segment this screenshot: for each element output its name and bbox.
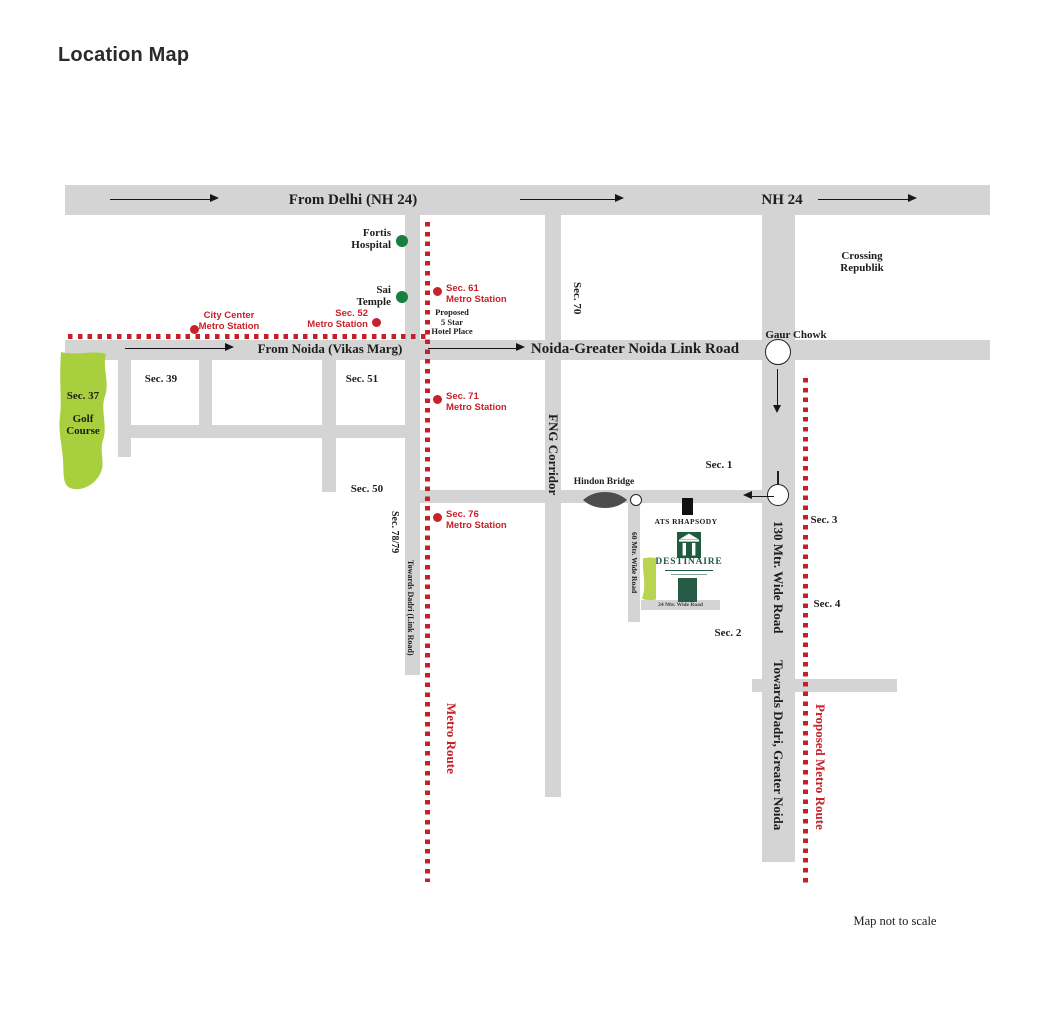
landmark-dot-sai-temple (396, 291, 408, 303)
city-center-metro-station-label: City Center Metro Station (198, 310, 260, 332)
sector-label-2: Sec. 2 (714, 627, 742, 639)
road-grid-cross (118, 425, 420, 438)
destinaire-logo (677, 532, 701, 558)
sector-label-3: Sec. 3 (810, 514, 838, 526)
proposed-metro-route-label: Proposed Metro Route (813, 704, 828, 830)
road-grid-vertical-1 (118, 360, 131, 457)
road-label-fng-corridor: FNG Corridor (546, 414, 561, 496)
gaur-chowk-label: Gaur Chowk (765, 329, 827, 341)
road-sec3-4-cross (752, 679, 897, 692)
sector-label-51: Sec. 51 (345, 373, 379, 385)
sector-label-39: Sec. 39 (144, 373, 178, 385)
arrow-from-delhi-mid (520, 194, 624, 203)
road-grid-vertical-2 (199, 360, 212, 437)
ats-rhapsody-label: ATS RHAPSODY (654, 517, 718, 526)
proposed-hotel-label: Proposed 5 Star Hotel Place (431, 307, 473, 337)
interchange-tick (777, 471, 779, 485)
ats-rhapsody-marker (682, 498, 693, 515)
destinaire-wordmark: DESTINAIRE (655, 557, 723, 567)
hindon-bridge-label: Hindon Bridge (573, 477, 635, 487)
metro-station-dot-sec71 (433, 395, 442, 404)
proposed-metro-route-line (803, 378, 808, 886)
road-fng-corridor (545, 215, 561, 797)
arrow-to-site (743, 491, 774, 500)
arrow-gaur-chowk-down (772, 369, 781, 413)
road-label-nh24: NH 24 (761, 192, 803, 208)
road-label-towards-dadri-link: Towards Dadri (Link Road) (406, 560, 415, 656)
metro-station-dot-city-center (190, 325, 199, 334)
landmark-dot-fortis-hospital (396, 235, 408, 247)
green-parcel (642, 557, 656, 601)
road-label-from-delhi: From Delhi (NH 24) (288, 192, 418, 208)
arrow-nh24-right (818, 194, 917, 203)
arrow-link-road (428, 343, 525, 352)
metro-station-dot-sec76 (433, 513, 442, 522)
metro-route-label: Metro Route (444, 702, 459, 774)
road-label-130-mtr: 130 Mtr. Wide Road (771, 521, 786, 634)
golf-course-label-1: Golf (72, 413, 94, 425)
sector-label-37: Sec. 37 (66, 390, 100, 402)
road-from-delhi-nh24 (65, 185, 990, 215)
road-towards-dadri-link (405, 215, 420, 675)
sec71-metro-station-label: Sec. 71 Metro Station (446, 391, 507, 413)
sector-label-1: Sec. 1 (705, 459, 733, 471)
project-plot (678, 578, 697, 602)
golf-course-label-2: Course (66, 425, 100, 437)
destinaire-rule-1 (665, 570, 713, 571)
destinaire-rule-2 (671, 573, 707, 576)
golf-course-area (59, 352, 107, 490)
road-label-from-noida: From Noida (Vikas Marg) (257, 341, 403, 356)
crossing-republik-label: Crossing Republik (840, 250, 884, 275)
sai-temple-label: Sai Temple (356, 284, 391, 309)
road-label-24-mtr: 24 Mtr. Wide Road (658, 602, 703, 608)
gaur-chowk-roundabout (765, 339, 791, 365)
interchange-roundabout (767, 484, 789, 506)
sector-label-70: Sec. 70 (571, 282, 583, 315)
page-title: Location Map (58, 44, 190, 66)
metro-route-line-vertical (425, 222, 430, 882)
sec52-metro-station-label: Sec. 52 Metro Station (307, 308, 368, 330)
sector-label-4: Sec. 4 (813, 598, 841, 610)
sector-label-50: Sec. 50 (350, 483, 384, 495)
road-label-link-road: Noida-Greater Noida Link Road (530, 341, 740, 357)
hindon-bridge-shape (583, 492, 627, 508)
sec61-metro-station-label: Sec. 61 Metro Station (446, 283, 507, 305)
metro-station-dot-sec61 (433, 287, 442, 296)
road-label-60-mtr: 60 Mtr. Wide Road (630, 532, 639, 594)
road-60-mtr-wide (628, 503, 640, 622)
map-scale-note: Map not to scale (853, 914, 937, 928)
hindon-bridge-node (630, 494, 642, 506)
road-noida-gn-link (65, 340, 990, 360)
metro-route-line-horizontal (68, 334, 428, 339)
road-130-mtr-wide (762, 215, 795, 862)
arrow-from-delhi-left (110, 194, 219, 203)
fortis-hospital-label: Fortis Hospital (351, 227, 391, 252)
road-24-mtr-wide (641, 600, 720, 610)
sec76-metro-station-label: Sec. 76 Metro Station (446, 509, 507, 531)
road-label-towards-dadri-gn: Towards Dadri, Greater Noida (771, 660, 786, 831)
sector-label-78-79: Sec. 78/79 (389, 511, 400, 554)
arrow-from-noida (125, 343, 234, 352)
destinaire-gate-icon (679, 533, 699, 556)
metro-station-dot-sec52 (372, 318, 381, 327)
